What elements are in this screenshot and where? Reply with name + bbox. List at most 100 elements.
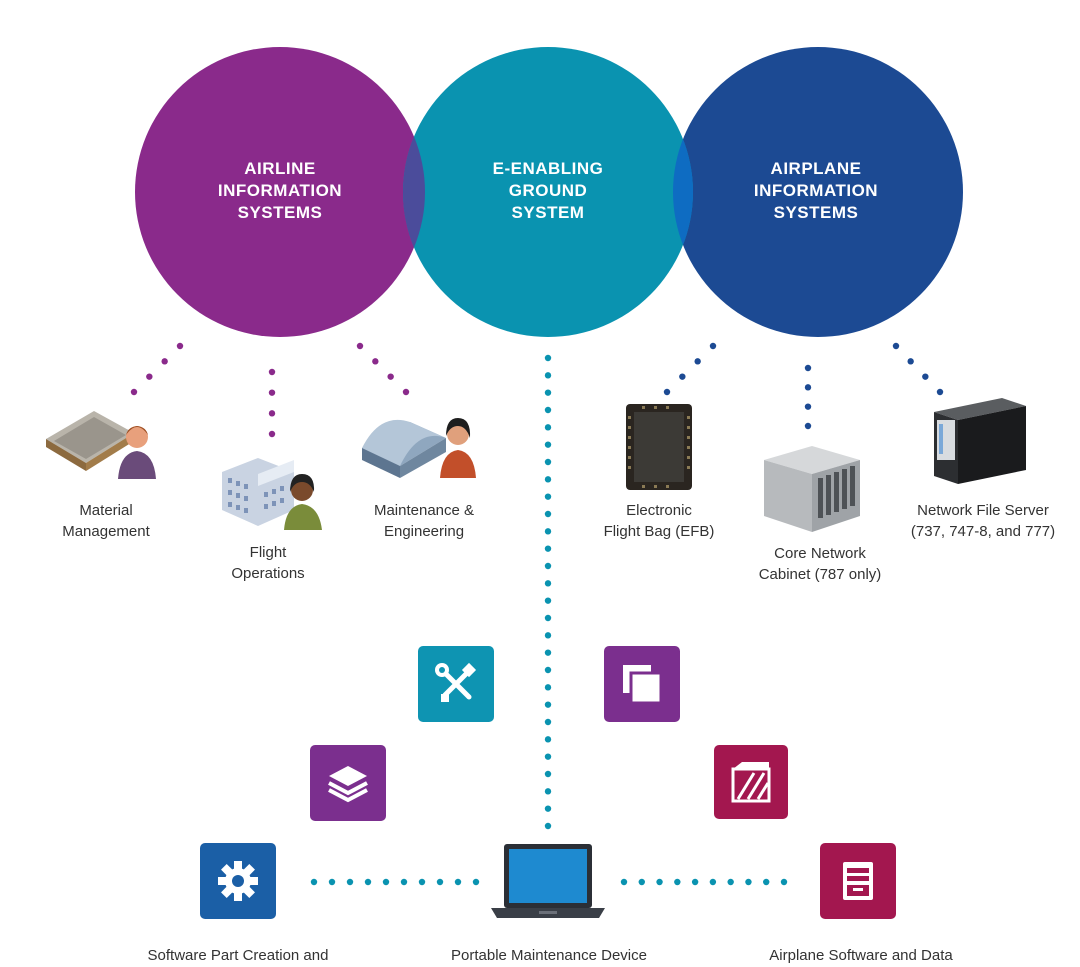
- connector-dot: [804, 422, 812, 430]
- connector-dot: [544, 562, 552, 570]
- connector-dot: [544, 614, 552, 622]
- connector-dot: [544, 736, 552, 743]
- ground-circle: [403, 47, 693, 337]
- connector-dot: [400, 878, 408, 886]
- connector-dot: [544, 718, 552, 726]
- maintenance-engineering-label: Maintenance & Engineering: [373, 502, 475, 540]
- connector-dot: [544, 406, 552, 414]
- material-management-label: Material Management: [62, 502, 150, 540]
- software-part-creation-label: Software Part Creation and: [147, 947, 329, 964]
- connector-dot: [544, 684, 552, 691]
- file-server-icon: [934, 398, 1026, 484]
- connector-dot: [804, 384, 812, 391]
- connector-dot: [544, 788, 552, 795]
- crate-box-icon: [731, 762, 771, 803]
- connector-dot: [436, 878, 444, 886]
- connector-dot: [544, 458, 552, 466]
- tools-tile: [418, 646, 494, 722]
- connector-dot: [544, 441, 552, 448]
- connector-dot: [780, 878, 788, 886]
- connector-airline-maintenance: [356, 342, 410, 396]
- connector-dot: [268, 389, 276, 396]
- connector-dot: [892, 342, 900, 350]
- connector-dot: [709, 878, 717, 886]
- connector-dot: [727, 878, 734, 886]
- portable-maintenance-device-label: Portable Maintenance Device: [451, 947, 647, 964]
- connector-dot: [544, 354, 552, 362]
- airline-circle-title: AIRLINE INFORMATION SYSTEMS: [217, 159, 343, 222]
- connector-dot: [544, 632, 552, 639]
- connector-dot: [679, 373, 686, 380]
- connector-dot: [544, 701, 552, 708]
- connector-dot: [544, 424, 552, 431]
- connector-dot: [745, 878, 752, 886]
- connector-airline-flight-ops: [268, 368, 276, 438]
- connector-dot: [382, 878, 390, 886]
- connector-dot: [418, 878, 426, 886]
- connector-airplane-cabinet: [804, 364, 812, 430]
- connector-dot: [472, 878, 480, 886]
- connector-dot: [346, 878, 354, 886]
- connector-dot: [544, 753, 552, 760]
- connector-dot: [387, 373, 394, 380]
- connector-ground-vertical: [544, 354, 552, 830]
- hangar-person-icon: [362, 418, 476, 478]
- network-file-server-label: Network File Server (737, 747-8, and 777…: [910, 502, 1056, 540]
- connector-dot: [694, 358, 701, 365]
- connector-dot: [691, 878, 699, 886]
- office-building-person-icon: [222, 458, 322, 530]
- connector-dot: [310, 878, 318, 886]
- connector-dot: [268, 368, 276, 376]
- connector-dot: [544, 389, 552, 396]
- file-cabinet-drawer-icon: [843, 862, 873, 900]
- connector-dot: [372, 358, 379, 365]
- connector-dot: [544, 580, 552, 587]
- connector-dot: [936, 388, 944, 396]
- warehouse-person-icon: [46, 411, 156, 479]
- network-cabinet-icon: [764, 446, 860, 532]
- connector-dot: [674, 878, 681, 886]
- connector-dot: [709, 342, 717, 350]
- connector-dot: [544, 597, 552, 604]
- connector-dot: [130, 388, 138, 396]
- connector-dot: [763, 878, 770, 886]
- connector-dot: [620, 878, 628, 886]
- ground-circle-title: E-ENABLING GROUND SYSTEM: [492, 159, 604, 222]
- connector-dot: [804, 403, 812, 410]
- connector-dot: [328, 878, 336, 886]
- file-cabinet-tile: [820, 843, 896, 919]
- connector-bottom-right: [620, 878, 788, 886]
- laptop-icon: [491, 844, 605, 918]
- core-network-cabinet-label: Core Network Cabinet (787 only): [758, 545, 882, 583]
- connector-airline-material: [130, 342, 184, 396]
- electronic-flight-bag-label: Electronic Flight Bag (EFB): [603, 502, 715, 540]
- copy-tile: [604, 646, 680, 722]
- connector-dot: [454, 878, 462, 886]
- connector-dot: [402, 388, 410, 396]
- copy-windows-icon: [623, 665, 663, 705]
- connector-dot: [544, 770, 552, 778]
- connector-dot: [544, 822, 552, 830]
- dotted-connectors: [130, 342, 944, 886]
- efb-tablet-icon: [626, 404, 692, 490]
- connector-dot: [161, 358, 168, 365]
- settings-tile: [200, 843, 276, 919]
- connector-dot: [364, 878, 372, 886]
- settings-gear-icon: [218, 861, 258, 901]
- connector-dot: [268, 410, 276, 417]
- connector-dot: [907, 358, 914, 365]
- airplane-circle: [673, 47, 963, 337]
- connector-dot: [146, 373, 153, 380]
- airplane-software-data-label: Airplane Software and Data: [769, 947, 953, 964]
- connector-dot: [656, 878, 663, 886]
- connector-bottom-left: [310, 878, 480, 886]
- connector-dot: [356, 342, 364, 350]
- flight-operations-label: Flight Operations: [231, 544, 305, 582]
- connector-dot: [922, 373, 929, 380]
- connector-dot: [544, 666, 552, 674]
- crate-tile: [714, 745, 788, 819]
- layers-tile: [310, 745, 386, 821]
- connector-dot: [804, 364, 812, 372]
- connector-dot: [544, 510, 552, 518]
